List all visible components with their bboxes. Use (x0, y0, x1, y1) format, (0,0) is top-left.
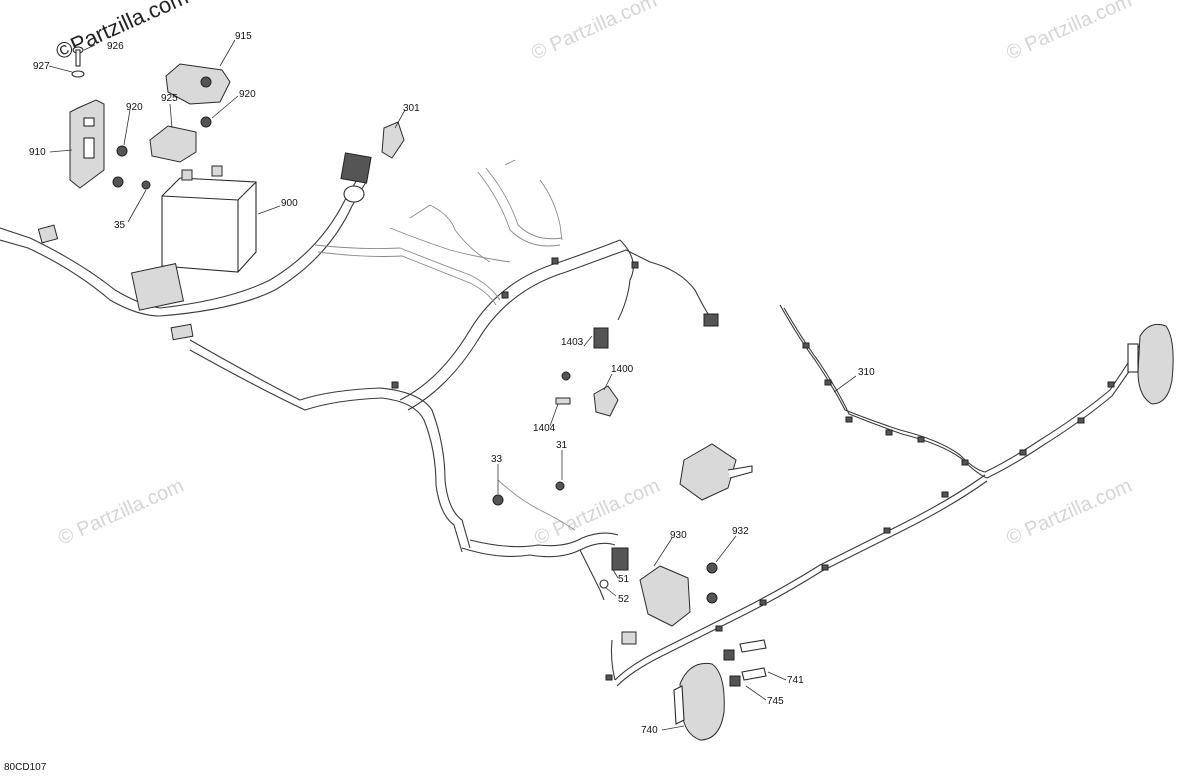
harness-clip (1019, 449, 1027, 456)
harness-clip (802, 342, 810, 349)
callout-930: 930 (670, 530, 687, 541)
callouts: 926 927 915 920 920 925 910 35 900 301 1… (29, 31, 875, 736)
harness-clip (501, 291, 509, 299)
harness-clip (551, 257, 559, 265)
harness-clip (631, 261, 639, 269)
callout-740: 740 (641, 725, 658, 736)
bolt-926 (71, 46, 85, 78)
callout-1403: 1403 (561, 337, 584, 348)
connector (37, 152, 719, 645)
callout-1400: 1400 (611, 364, 634, 375)
callout-920: 920 (239, 89, 256, 100)
harness-clip (824, 379, 832, 386)
watermark: © Partzilla.com (1003, 0, 1135, 65)
tail-lamp-740 (673, 662, 725, 741)
relay-301 (381, 121, 405, 159)
callout-745: 745 (767, 696, 784, 707)
callout-301: 301 (403, 103, 420, 114)
harness-clip (715, 625, 723, 632)
harness-clip (1077, 417, 1085, 424)
harness-clip (845, 416, 853, 423)
callout-1404: 1404 (533, 423, 556, 434)
callout-51: 51 (618, 574, 630, 585)
harness-clip (885, 429, 893, 436)
main-harness (0, 177, 713, 601)
nut-920 (112, 116, 212, 190)
callout-35: 35 (114, 220, 126, 231)
callout-31: 31 (556, 440, 568, 451)
battery-900 (161, 165, 257, 273)
harness-clip (821, 564, 829, 571)
callout-920: 920 (126, 102, 143, 113)
callout-926: 926 (107, 41, 124, 52)
harness-clip (1107, 381, 1115, 388)
callout-310: 310 (858, 367, 875, 378)
module-930 (639, 562, 718, 627)
chassis-harness (314, 159, 563, 306)
harness-clip (883, 527, 891, 534)
bracket-910 (69, 99, 105, 189)
harness-clip (391, 381, 399, 389)
harness-clip (759, 599, 767, 606)
watermark-top-left: ©Partzilla.com (52, 0, 192, 65)
callout-910: 910 (29, 147, 46, 158)
sensor-1400 (555, 371, 619, 417)
cover-925 (149, 125, 197, 163)
callout-915: 915 (235, 31, 252, 42)
fastener-31-33 (492, 481, 609, 589)
terminal-cover-915 (165, 63, 231, 105)
callout-52: 52 (618, 594, 630, 605)
harness-clips (391, 257, 1115, 681)
callout-925: 925 (161, 93, 178, 104)
harness-clip (605, 674, 613, 681)
leader-lines (48, 39, 857, 731)
rear-harness-310 (610, 304, 1145, 687)
callout-927: 927 (33, 61, 50, 72)
callout-33: 33 (491, 454, 503, 465)
harness-clip (917, 436, 925, 443)
control-module (679, 443, 753, 501)
harness-clip (941, 491, 949, 498)
harness-clip (961, 459, 969, 466)
callout-932: 932 (732, 526, 749, 537)
bolt-741-745 (723, 639, 767, 687)
callout-900: 900 (281, 198, 298, 209)
callout-741: 741 (787, 675, 804, 686)
watermark: © Partzilla.com (528, 0, 660, 65)
watermark: © Partzilla.com (1003, 475, 1135, 550)
tail-lamp-top-right (1127, 323, 1174, 405)
watermark: © Partzilla.com (531, 475, 663, 550)
diagram-code: 80CD107 (4, 762, 47, 773)
fuse-box (130, 263, 185, 311)
watermark: © Partzilla.com (55, 475, 187, 550)
